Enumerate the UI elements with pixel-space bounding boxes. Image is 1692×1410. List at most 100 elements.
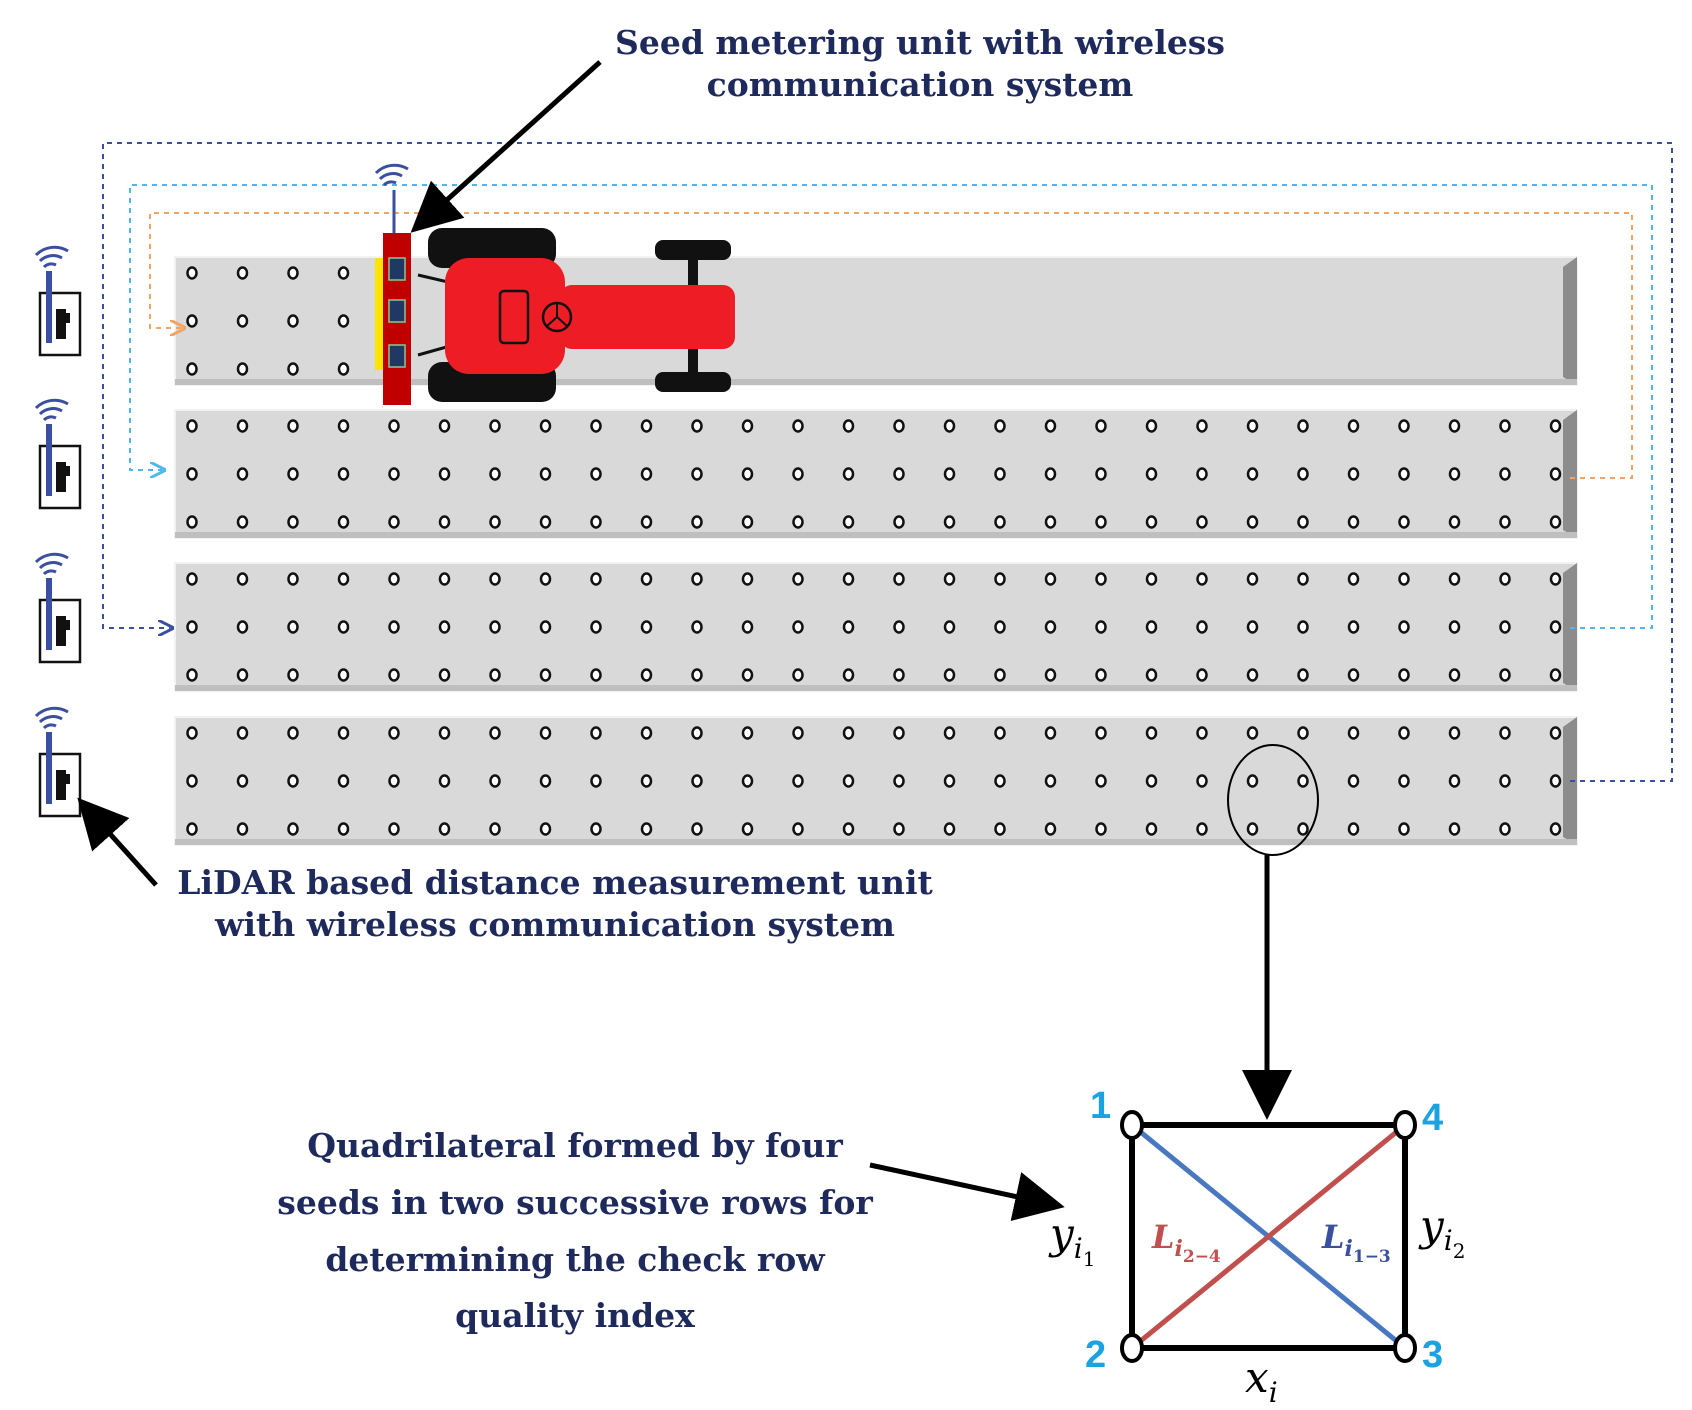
seed-icon (943, 467, 956, 481)
seed-icon (388, 572, 400, 586)
highlight-circle (1227, 744, 1319, 856)
seed-icon (1246, 668, 1259, 682)
seed-icon (1297, 515, 1309, 529)
seed-icon (1448, 515, 1461, 529)
seed-icon (1499, 726, 1511, 740)
seed-icon (590, 774, 602, 788)
seed-icon (287, 467, 299, 481)
seed-metering-arrow (410, 60, 602, 233)
seed-icon (640, 822, 653, 836)
seed-icon (186, 726, 198, 740)
seed-icon (236, 314, 249, 328)
seed-icon (1297, 822, 1309, 836)
corner-4: 4 (1422, 1097, 1443, 1139)
seed-icon (943, 620, 956, 634)
seed-icon (1246, 822, 1259, 836)
seed-icon (640, 515, 653, 529)
seed-icon (1044, 822, 1057, 836)
seed-icon (893, 726, 905, 740)
quadrilateral: 1 2 3 4 yi1 yi2 xi Li2−4 Li1−3 (1048, 1085, 1465, 1409)
link-light-blue (129, 184, 1653, 629)
seed-icon (842, 572, 855, 586)
seed-icon (1549, 419, 1562, 433)
seed-icon (489, 467, 501, 481)
seed-icon (1044, 572, 1057, 586)
wireless-links (102, 142, 1673, 782)
seed-icon (186, 620, 198, 634)
seed-icon (186, 419, 198, 433)
seed-icon (236, 774, 249, 788)
seed-icon (691, 726, 703, 740)
label-l13: Li1−3 (1321, 1218, 1391, 1267)
seed-icon (893, 668, 905, 682)
seed-icon (943, 822, 956, 836)
seed-icon (287, 620, 299, 634)
seed-icon (1549, 726, 1562, 740)
seed-icon (186, 774, 198, 788)
seed-icon (287, 314, 299, 328)
seed-icon (842, 515, 855, 529)
lidar-label: LiDAR based distance measurement unit wi… (177, 863, 933, 945)
seed-icon (1095, 467, 1107, 481)
seed-icon (1196, 726, 1208, 740)
seed-icon (691, 467, 703, 481)
seed-icon (438, 726, 451, 740)
seed-icon (943, 419, 956, 433)
seed-icon (489, 515, 501, 529)
seed-icon (1499, 774, 1511, 788)
label-l24: Li2−4 (1151, 1218, 1221, 1267)
seed-icon (539, 726, 552, 740)
seed-icon (842, 467, 855, 481)
seed-icon (1196, 419, 1208, 433)
seed-icon (287, 362, 299, 376)
seed-icon (1499, 515, 1511, 529)
seed-icon (337, 314, 350, 328)
seed-icon (792, 419, 804, 433)
link-orange (149, 212, 1633, 479)
seed-icon (893, 467, 905, 481)
seed-icon (1044, 668, 1057, 682)
seed-icon (236, 726, 249, 740)
seed-icon (287, 774, 299, 788)
seed-icon (994, 668, 1006, 682)
seed-icon (1297, 774, 1309, 788)
seed-icon (1549, 620, 1562, 634)
seed-icon (1246, 572, 1259, 586)
seed-icon (590, 419, 602, 433)
field-row (174, 409, 1578, 539)
seed-icon (893, 572, 905, 586)
seed-icon (489, 419, 501, 433)
seed-icon (287, 266, 299, 280)
seed-icon (539, 668, 552, 682)
seed-icon (186, 266, 198, 280)
seed-icon (1448, 822, 1461, 836)
lidar-arrow (77, 797, 158, 887)
seed-icon (388, 620, 400, 634)
seed-icon (691, 774, 703, 788)
label-y-i2: yi2 (1418, 1201, 1465, 1263)
seed-icon (1246, 419, 1259, 433)
seed-icon (1145, 620, 1158, 634)
seed-icon (337, 726, 350, 740)
seed-icon (1196, 467, 1208, 481)
seed-icon (186, 822, 198, 836)
seed-icon (438, 668, 451, 682)
seed-icon (1347, 620, 1360, 634)
seed-icon (1347, 515, 1360, 529)
seed-icon (1145, 726, 1158, 740)
seed-icon (337, 668, 350, 682)
seed-icon (1145, 515, 1158, 529)
quad-arrow (869, 1162, 1065, 1221)
seed-icon (1246, 467, 1259, 481)
seed-icon (438, 572, 451, 586)
seed-icon (1196, 822, 1208, 836)
seed-icon (893, 515, 905, 529)
seed-icon (741, 726, 754, 740)
seed-icon (489, 572, 501, 586)
seed-icon (1095, 668, 1107, 682)
seed-icon (943, 572, 956, 586)
seed-icon (388, 822, 400, 836)
seed-icon (287, 572, 299, 586)
seed-icon (1549, 822, 1562, 836)
seed-icon (337, 620, 350, 634)
